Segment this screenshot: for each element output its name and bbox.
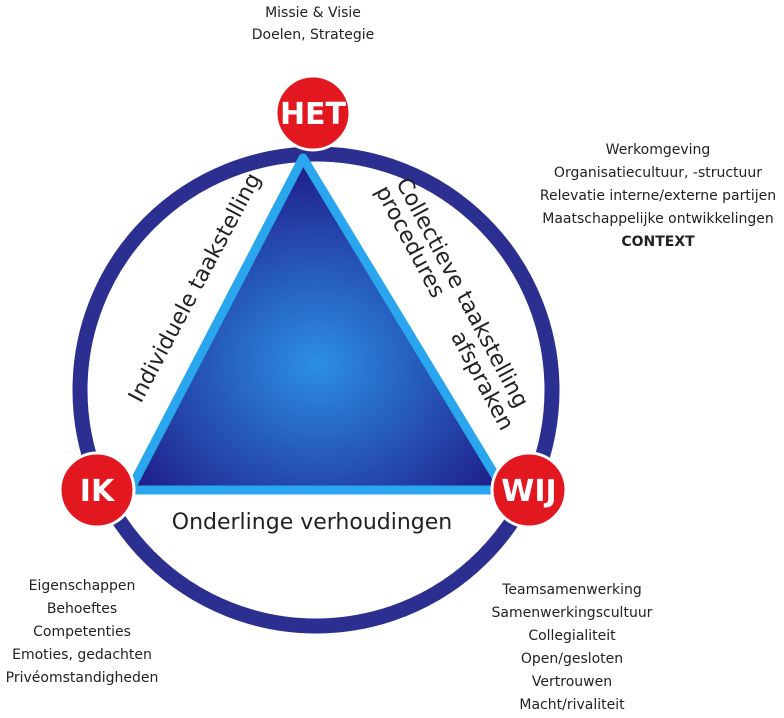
annotation-wij-line: Teamsamenwerking [501,582,642,598]
core-triangle [125,153,509,495]
node-ik-label: IK [80,474,116,509]
annotation-wij-line: Macht/rivaliteit [519,697,625,713]
annotation-context-heading: CONTEXT [621,234,695,250]
annotation-wij: Teamsamenwerking Samenwerkingscultuur Co… [492,582,653,713]
annotation-context-line: Werkomgeving [606,142,711,158]
annotation-wij-line: Open/gesloten [521,651,623,667]
node-ik-circle [58,451,136,529]
annotation-context: Werkomgeving Organisatiecultuur, -struct… [540,142,776,250]
node-het-circle [274,74,352,152]
annotation-context-line: Organisatiecultuur, -structuur [554,165,762,181]
annotation-ik-line: Emoties, gedachten [12,647,152,663]
node-wij-label: WIJ [501,474,556,509]
annotation-het-line: Doelen, Strategie [252,27,374,43]
context-ring [72,146,560,634]
node-het: HET [274,74,352,152]
node-ik: IK [58,451,136,529]
edge-label-bottom: Onderlinge verhoudingen [172,510,453,535]
annotation-wij-line: Samenwerkingscultuur [492,605,653,621]
annotation-het-line: Missie & Visie [265,5,361,21]
annotation-het: Missie & Visie Doelen, Strategie [252,5,374,43]
annotation-ik: Eigenschappen Behoeftes Competenties Emo… [6,578,159,686]
annotation-wij-line: Collegialiteit [528,628,616,644]
annotation-context-line: Relevatie interne/externe partijen [540,188,776,204]
annotation-ik-line: Behoeftes [47,601,117,617]
annotation-ik-line: Eigenschappen [29,578,136,594]
node-wij-circle [490,451,568,529]
node-wij: WIJ [490,451,568,529]
annotation-ik-line: Privéomstandigheden [6,670,159,686]
annotation-context-line: Maatschappelijke ontwikkelingen [542,211,774,227]
annotation-ik-line: Competenties [33,624,131,640]
annotation-wij-line: Vertrouwen [532,674,612,690]
node-het-label: HET [280,97,347,132]
